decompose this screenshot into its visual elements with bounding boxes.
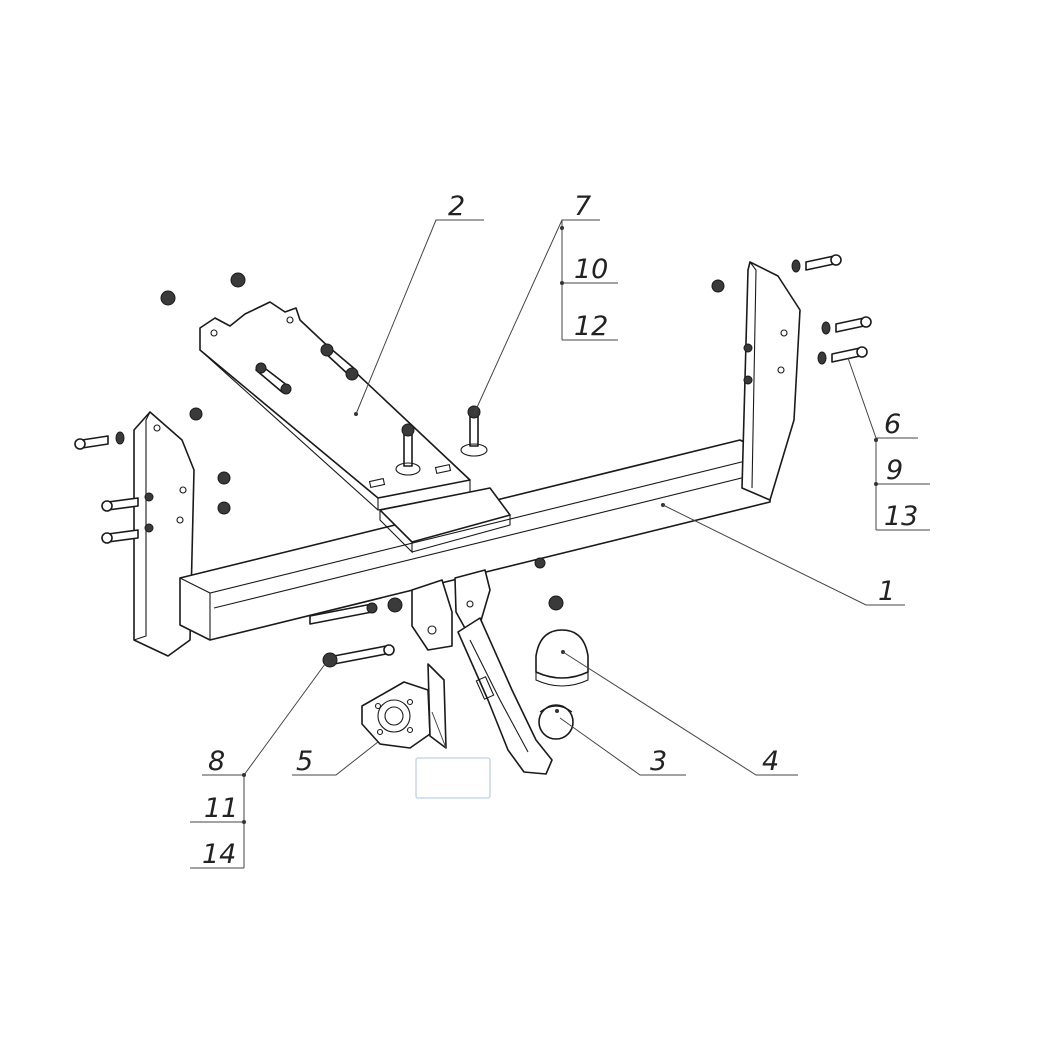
callout-14: 14 <box>202 839 236 870</box>
callout-4: 4 <box>762 746 779 777</box>
callout-2: 2 <box>448 191 465 222</box>
left-bolts <box>74 431 139 544</box>
blank-label-box <box>415 757 491 799</box>
callout-labels: 1 2 3 4 5 6 7 8 9 10 11 12 13 14 <box>202 191 918 870</box>
callout-5: 5 <box>296 746 313 777</box>
callout-9: 9 <box>886 455 903 486</box>
mounting-plate <box>199 301 471 511</box>
callout-7: 7 <box>574 191 591 222</box>
spacer-plate <box>379 487 511 554</box>
callout-11: 11 <box>204 793 238 824</box>
socket-bracket <box>361 663 447 749</box>
hitch-bracket <box>411 569 491 651</box>
callout-13: 13 <box>884 501 918 532</box>
callout-1: 1 <box>878 576 895 607</box>
left-side-bracket <box>133 411 195 657</box>
right-side-bracket <box>741 261 801 501</box>
leader-lines <box>190 219 930 869</box>
callout-3: 3 <box>650 746 667 777</box>
ball-cap <box>535 629 589 687</box>
main-crossbar <box>179 439 771 641</box>
callout-8: 8 <box>208 746 225 777</box>
right-bolts <box>791 254 872 365</box>
callout-6: 6 <box>884 409 901 440</box>
under-bolts <box>309 557 564 668</box>
tow-ball-arm <box>457 617 574 775</box>
loose-nuts-top <box>160 272 725 515</box>
callout-10: 10 <box>574 254 608 285</box>
callout-12: 12 <box>574 311 608 342</box>
